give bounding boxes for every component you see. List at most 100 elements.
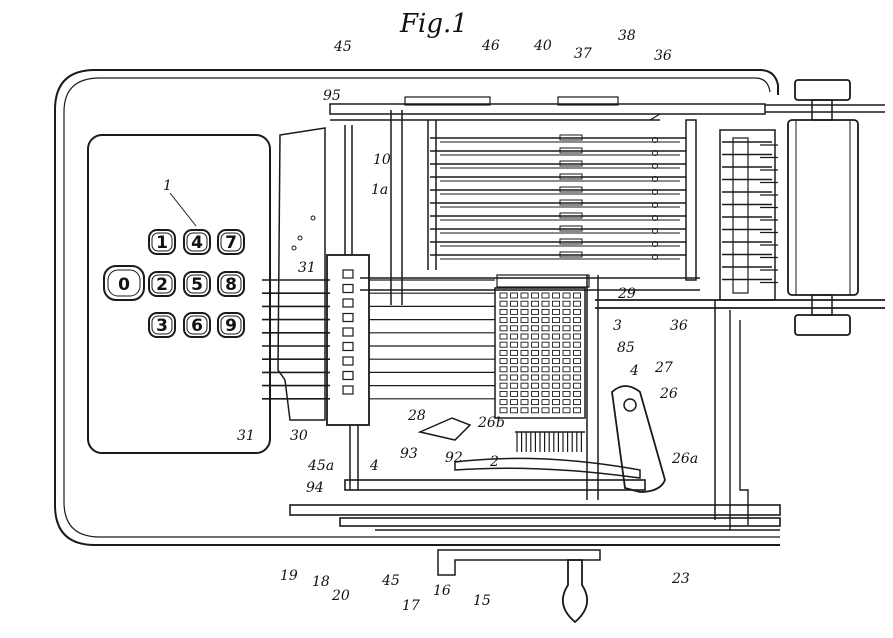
type-bar-tooth <box>559 238 583 245</box>
type-bars-37 <box>430 134 686 260</box>
pin-hole <box>573 366 581 373</box>
pin-hole <box>573 399 581 406</box>
label-27: 27 <box>654 360 673 376</box>
label-28: 28 <box>407 408 426 424</box>
pin-hole <box>520 382 529 389</box>
label-19: 19 <box>280 568 298 584</box>
stop-square <box>342 312 354 323</box>
key-9[interactable]: 9 <box>217 312 245 338</box>
pin-hole <box>531 292 539 299</box>
pin-hole <box>552 407 560 414</box>
key-2[interactable]: 2 <box>148 271 176 297</box>
stop-slide-30 <box>326 254 370 426</box>
label-30: 30 <box>290 428 308 444</box>
pin-hole <box>499 308 508 315</box>
pin-hole <box>552 317 560 324</box>
key-1[interactable]: 1 <box>148 229 176 255</box>
stop-square <box>342 283 354 294</box>
pin-hole <box>510 308 518 315</box>
label-37: 37 <box>574 46 592 62</box>
pin-hole <box>520 325 529 332</box>
key-4[interactable]: 4 <box>183 229 211 255</box>
pin-hole <box>552 308 560 315</box>
pin-hole <box>499 325 508 332</box>
pin-hole <box>552 358 560 365</box>
crank-handle[interactable] <box>561 559 589 624</box>
pin-hole <box>541 390 550 397</box>
type-bar-pin <box>652 150 658 156</box>
label-3: 3 <box>613 318 622 334</box>
label-15: 15 <box>473 593 491 609</box>
type-bar-pin <box>652 176 658 182</box>
label-26b: 26b <box>477 415 505 431</box>
label-94: 94 <box>306 480 324 496</box>
label-17: 17 <box>402 598 420 614</box>
pin-hole <box>531 308 539 315</box>
pin-hole <box>573 390 581 397</box>
label-36a: 36 <box>654 48 672 64</box>
key-5[interactable]: 5 <box>183 271 211 297</box>
pin-hole <box>541 358 550 365</box>
pin-hole <box>520 333 529 340</box>
figure-title: Fig.1 <box>399 9 468 39</box>
type-bar-pin <box>652 241 658 247</box>
type-bar-tooth <box>559 212 583 219</box>
type-bar-tooth <box>559 199 583 206</box>
pin-hole <box>562 358 571 365</box>
label-38: 38 <box>618 28 636 44</box>
key-8[interactable]: 8 <box>217 271 245 297</box>
pin-hole <box>510 407 518 414</box>
pin-hole <box>499 333 508 340</box>
pin-hole <box>510 292 518 299</box>
pin-hole <box>552 374 560 381</box>
stop-square <box>342 298 354 308</box>
label-2: 2 <box>489 454 499 470</box>
pin-hole <box>541 366 550 373</box>
pin-hole <box>499 317 508 324</box>
label-31a: 31 <box>298 260 316 276</box>
lever-26 <box>417 385 666 493</box>
key-3[interactable]: 3 <box>148 312 176 338</box>
type-bar-tooth <box>559 160 583 167</box>
pin-hole <box>573 358 581 365</box>
key-bars <box>262 279 495 400</box>
pin-hole <box>562 374 571 381</box>
pin-hole <box>520 300 529 307</box>
pin-hole <box>510 390 518 397</box>
key-7[interactable]: 7 <box>217 229 245 255</box>
label-1a: 1a <box>371 182 388 198</box>
label-40: 40 <box>533 38 552 54</box>
pin-hole <box>520 390 529 397</box>
stop-square <box>342 385 354 395</box>
pin-hole <box>573 382 581 389</box>
pin-hole <box>499 292 508 299</box>
label-95: 95 <box>323 88 341 104</box>
lower-slides <box>360 274 885 309</box>
pin-hole <box>573 292 581 299</box>
pin-hole <box>510 358 518 365</box>
pin-hole <box>510 317 518 324</box>
pin-hole <box>510 366 518 373</box>
type-bar-pin <box>652 254 658 260</box>
pin-hole <box>562 366 571 373</box>
pin-hole <box>541 399 550 406</box>
reference-labels: 1 1a 2 3 4 4 10 15 16 17 18 19 20 23 26 … <box>163 28 698 614</box>
label-45c: 45a <box>307 458 334 474</box>
pin-hole <box>562 325 571 332</box>
pin-hole <box>573 349 581 356</box>
pin-hole <box>520 349 529 356</box>
plate-95 <box>277 127 326 421</box>
pin-hole <box>531 325 539 332</box>
type-bar-tooth <box>559 147 583 154</box>
pin-hole <box>562 333 571 340</box>
pin-hole <box>499 300 508 307</box>
pin-hole <box>562 349 571 356</box>
bottom-frame <box>289 310 781 576</box>
label-92: 92 <box>445 450 463 466</box>
key-6[interactable]: 6 <box>183 312 211 338</box>
pin-hole <box>541 341 550 348</box>
pin-hole <box>510 300 518 307</box>
label-31b: 31 <box>237 428 255 444</box>
pin-hole <box>541 407 550 414</box>
key-0[interactable]: 0 <box>103 265 145 301</box>
